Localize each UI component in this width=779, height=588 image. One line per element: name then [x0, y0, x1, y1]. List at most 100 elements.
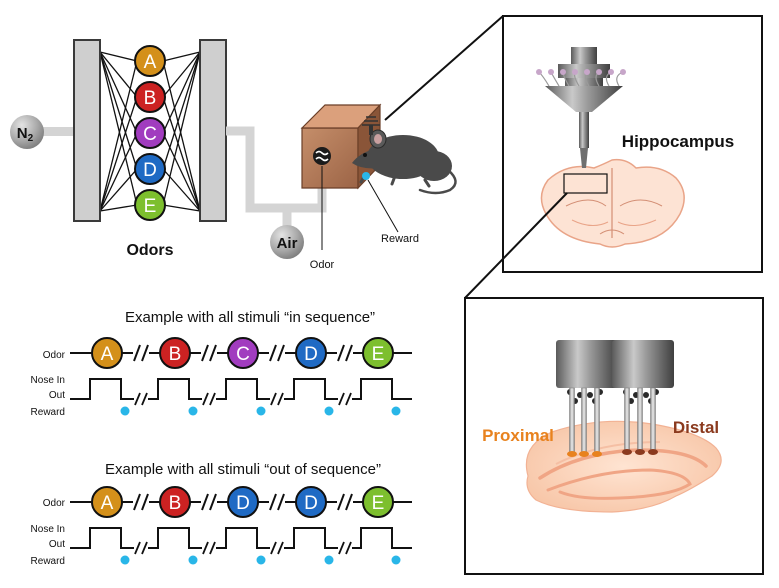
row-label-out: Out [49, 539, 65, 550]
nose-poke-break-slash [345, 392, 352, 406]
zoom-line-top [384, 15, 504, 121]
gas-tube [40, 127, 74, 136]
nose-poke-break-slash [270, 392, 277, 406]
odor-vial-b [134, 81, 166, 113]
nose-poke-break [270, 541, 284, 555]
nitrogen-label: N2 [17, 125, 34, 144]
rat-icon [352, 116, 457, 195]
manifold-line [162, 60, 201, 212]
odor-row-break [337, 493, 353, 511]
row-label-nose-in: Nose In [31, 375, 65, 386]
odor-row-break [201, 493, 217, 511]
drive-connector [536, 69, 542, 75]
reward-label: Reward [381, 233, 419, 245]
odor-vial-label: E [144, 196, 157, 217]
drive-connector [584, 69, 590, 75]
odor-stimulus-label: A [101, 344, 114, 365]
reward-dot [256, 555, 266, 565]
odor-row-break-slash [277, 493, 285, 511]
odor-row-break-slash [337, 344, 345, 362]
sequence-example-in-sequence: Example with all stimuli “in sequence” O… [31, 309, 412, 418]
odor-stimulus-label: D [304, 493, 318, 514]
odor-label: Odor [310, 259, 335, 271]
nose-poke-break-slash [338, 541, 345, 555]
manifold-line [162, 51, 201, 98]
odor-stimulus-label: D [304, 344, 318, 365]
manifold-line [99, 60, 138, 212]
manifold-line [162, 96, 201, 212]
proximal-label: Proximal [482, 426, 554, 445]
odor-row-break-slash [133, 493, 141, 511]
tetrode-wire [581, 387, 587, 455]
odor-stimulus-label: C [236, 344, 250, 365]
odor-stimulus-d [227, 486, 259, 518]
manifold-lines [99, 51, 201, 212]
manifold-line [99, 51, 138, 206]
manifold-left-plate [73, 39, 101, 222]
tetrode-wire [650, 387, 656, 453]
manifold-line [99, 51, 138, 170]
odor-vial-label: D [143, 160, 157, 181]
sequence-title: Example with all stimuli “out of sequenc… [105, 461, 381, 478]
odor-port-icon [313, 147, 331, 165]
nose-poke-break [202, 392, 216, 406]
odor-stimulus-e [362, 486, 394, 518]
brain-panel: Hippocampus [464, 15, 763, 299]
odor-row-break-slash [141, 344, 149, 362]
air-label: Air [277, 235, 298, 252]
reward-dot [188, 406, 198, 416]
manifold-line [99, 51, 138, 134]
drive-connector [548, 69, 554, 75]
odor-vial-label: C [143, 124, 157, 145]
odor-row-break-slash [201, 493, 209, 511]
nose-poke-break-slash [209, 541, 216, 555]
zoom-line-bottom [464, 192, 568, 299]
nose-poke-break-slash [202, 541, 209, 555]
reward-dot [324, 406, 334, 416]
odor-vial-label: B [144, 88, 157, 109]
odor-row-break-slash [209, 344, 217, 362]
nose-poke-break-slash [134, 392, 141, 406]
row-label-nose-in: Nose In [31, 524, 65, 535]
nose-poke-break [134, 541, 148, 555]
reward-dot [120, 406, 130, 416]
manifold-line [162, 51, 201, 170]
odor-vial-a [134, 45, 166, 77]
manifold-line [162, 51, 201, 206]
drive-connector [596, 69, 602, 75]
odor-row-break-slash [201, 344, 209, 362]
sequence-title: Example with all stimuli “in sequence” [125, 309, 375, 326]
manifold-line [99, 51, 138, 62]
odor-row-break [133, 344, 149, 362]
odor-row-break [269, 493, 285, 511]
row-label-out: Out [49, 390, 65, 401]
tetrodes [567, 387, 658, 457]
odor-row-break-slash [269, 344, 277, 362]
row-label-odor: Odor [43, 350, 66, 361]
odor-stimulus-label: D [236, 493, 250, 514]
odor-stimulus-label: B [169, 344, 182, 365]
row-label-reward: Reward [31, 556, 65, 567]
hyperdrive-icon [536, 47, 626, 168]
tetrode-wire [624, 387, 630, 453]
nose-poke-break-slash [141, 541, 148, 555]
reward-dot [324, 555, 334, 565]
tetrode-tip [635, 449, 645, 455]
odor-row-break [201, 344, 217, 362]
manifold-line [99, 132, 138, 212]
nose-poke-break [338, 392, 352, 406]
nose-poke-break-slash [202, 392, 209, 406]
nose-poke-break-slash [277, 541, 284, 555]
odor-row-break [337, 344, 353, 362]
nose-poke-break-slash [277, 392, 284, 406]
reward-dot [188, 555, 198, 565]
reward-dot [120, 555, 130, 565]
odor-row-break-slash [269, 493, 277, 511]
drive-connector [620, 69, 626, 75]
odor-stimulus-a [91, 486, 123, 518]
drive-connector [608, 69, 614, 75]
nose-poke-break [134, 392, 148, 406]
